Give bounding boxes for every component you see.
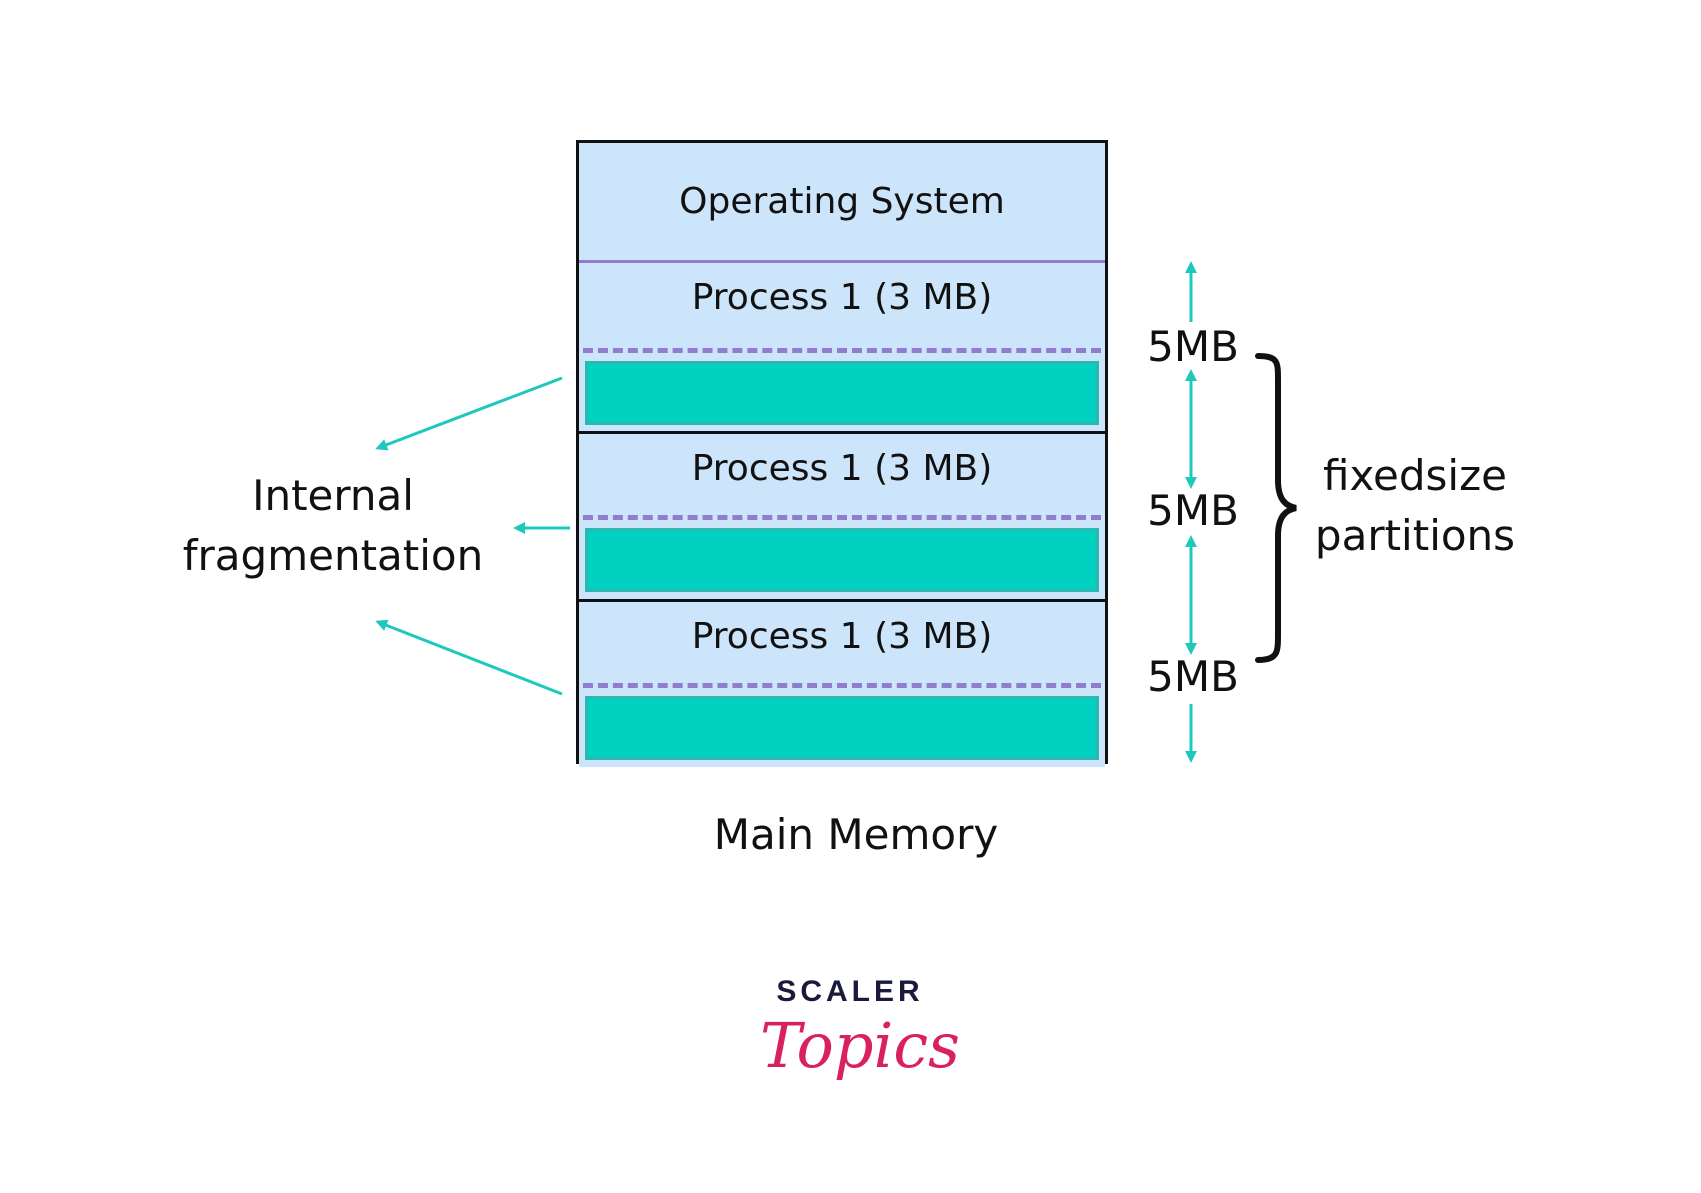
partition-3-size-label: 5MB: [1147, 652, 1239, 701]
logo-wordmark-bottom: Topics: [760, 1009, 960, 1082]
os-label: Operating System: [679, 181, 1005, 222]
fragment-arrow-1: [375, 376, 563, 451]
partition-brace: [1255, 353, 1297, 663]
fixed-partitions-label-line2: partitions: [1314, 511, 1516, 560]
partition-3-fragment: [585, 696, 1099, 760]
partition-2-size-label: 5MB: [1147, 486, 1239, 535]
fixed-partitions-label: fixedsize partitions: [1300, 446, 1530, 566]
partition-2: Process 1 (3 MB): [579, 431, 1105, 599]
memory-caption: Main Memory: [713, 810, 999, 859]
fragmentation-label-line1: Internal: [252, 471, 414, 520]
fragmentation-label-line2: fragmentation: [182, 531, 484, 580]
main-memory-block: Operating System Process 1 (3 MB) Proces…: [576, 140, 1108, 767]
partition-3: Process 1 (3 MB): [579, 599, 1105, 767]
partition-1-process-boundary: [583, 348, 1101, 353]
partition-3-process-boundary: [583, 683, 1101, 688]
scaler-topics-logo: SCALER Topics: [760, 975, 960, 1105]
partition-2-fragment: [585, 528, 1099, 592]
partition-1: Process 1 (3 MB): [579, 263, 1105, 431]
fixed-partitions-label-line1: fixedsize: [1323, 451, 1507, 500]
logo-wordmark-top: SCALER: [776, 975, 924, 1008]
fragment-arrow-3: [375, 619, 563, 696]
partition-1-fragment: [585, 361, 1099, 425]
os-region: Operating System: [579, 143, 1105, 263]
partition-1-label: Process 1 (3 MB): [691, 277, 993, 318]
partition-2-process-boundary: [583, 515, 1101, 520]
partition-2-label: Process 1 (3 MB): [691, 448, 993, 489]
fragmentation-label: Internal fragmentation: [160, 466, 506, 586]
partition-3-label: Process 1 (3 MB): [691, 616, 993, 657]
partition-1-size-label: 5MB: [1147, 322, 1239, 371]
